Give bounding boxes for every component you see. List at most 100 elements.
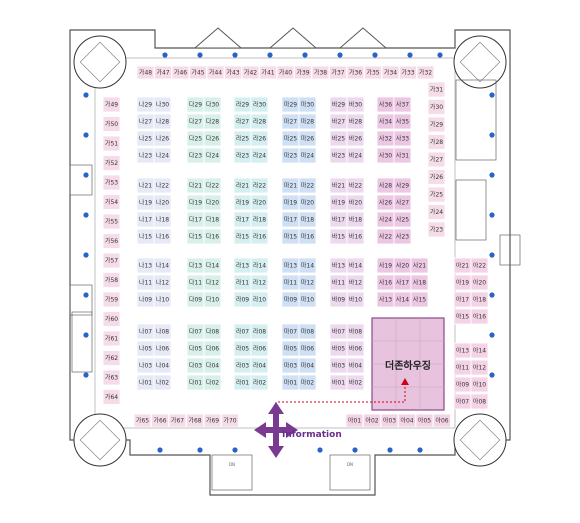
booth[interactable] <box>427 169 446 185</box>
booth[interactable] <box>206 65 225 80</box>
booth[interactable] <box>153 130 172 147</box>
booth[interactable] <box>186 340 205 357</box>
booth[interactable] <box>233 113 252 130</box>
booth[interactable] <box>203 130 222 147</box>
booth[interactable] <box>102 213 121 230</box>
booth[interactable] <box>136 130 155 147</box>
booth[interactable] <box>298 113 317 130</box>
booth[interactable] <box>186 113 205 130</box>
booth[interactable] <box>233 274 252 291</box>
booth[interactable] <box>136 194 155 211</box>
booth[interactable] <box>346 228 365 245</box>
booth[interactable] <box>281 130 300 147</box>
booth[interactable] <box>154 65 172 80</box>
booth[interactable] <box>168 413 187 428</box>
booth[interactable] <box>346 323 365 340</box>
booth[interactable] <box>281 177 300 194</box>
booth[interactable] <box>233 194 252 211</box>
booth[interactable] <box>470 376 489 393</box>
booth[interactable] <box>433 413 451 428</box>
booth[interactable] <box>364 65 382 80</box>
booth[interactable] <box>453 376 472 393</box>
booth[interactable] <box>102 194 121 210</box>
booth[interactable] <box>346 211 365 228</box>
booth[interactable] <box>346 291 365 308</box>
booth[interactable] <box>346 194 365 211</box>
booth[interactable] <box>470 257 489 274</box>
booth[interactable] <box>203 357 222 374</box>
booth[interactable] <box>376 177 395 194</box>
booth[interactable] <box>376 113 395 130</box>
booth[interactable] <box>470 308 489 325</box>
booth[interactable] <box>410 291 429 308</box>
booth[interactable] <box>298 96 317 113</box>
booth[interactable] <box>393 177 412 194</box>
booth[interactable] <box>153 194 172 211</box>
booth[interactable] <box>346 257 365 274</box>
booth[interactable] <box>221 413 239 428</box>
booth[interactable] <box>250 147 269 164</box>
booth[interactable] <box>281 374 300 391</box>
booth[interactable] <box>233 96 252 113</box>
booth[interactable] <box>153 147 172 164</box>
booth[interactable] <box>410 257 429 274</box>
booth[interactable] <box>153 257 172 274</box>
booth[interactable] <box>393 291 412 308</box>
booth[interactable] <box>281 274 300 291</box>
booth[interactable] <box>399 65 417 80</box>
booth[interactable] <box>136 211 155 228</box>
booth[interactable] <box>281 96 300 113</box>
booth[interactable] <box>346 96 365 113</box>
booth[interactable] <box>393 211 412 228</box>
booth[interactable] <box>329 323 348 340</box>
booth[interactable] <box>281 228 300 245</box>
booth[interactable] <box>136 323 155 340</box>
booth[interactable] <box>281 211 300 228</box>
booth[interactable] <box>393 274 412 291</box>
booth[interactable] <box>136 96 155 113</box>
booth[interactable] <box>346 357 365 374</box>
booth[interactable] <box>136 291 155 308</box>
booth[interactable] <box>233 257 252 274</box>
booth[interactable] <box>281 257 300 274</box>
booth[interactable] <box>153 211 172 228</box>
booth[interactable] <box>102 350 121 366</box>
booth[interactable] <box>376 257 395 274</box>
booth[interactable] <box>102 155 121 171</box>
booth[interactable] <box>186 211 205 228</box>
booth[interactable] <box>470 359 489 376</box>
booth[interactable] <box>294 65 312 80</box>
booth[interactable] <box>186 357 205 374</box>
booth[interactable] <box>233 211 252 228</box>
booth[interactable] <box>410 274 429 291</box>
booth[interactable] <box>186 413 204 428</box>
booth[interactable] <box>102 252 121 269</box>
booth[interactable] <box>453 308 472 325</box>
booth[interactable] <box>298 228 317 245</box>
booth[interactable] <box>224 65 242 80</box>
booth[interactable] <box>102 174 121 191</box>
booth[interactable] <box>329 194 348 211</box>
booth[interactable] <box>250 274 269 291</box>
booth[interactable] <box>233 357 252 374</box>
booth[interactable] <box>233 130 252 147</box>
booth[interactable] <box>346 65 365 80</box>
booth[interactable] <box>136 113 155 130</box>
booth[interactable] <box>281 113 300 130</box>
booth[interactable] <box>376 211 395 228</box>
booth[interactable] <box>329 113 348 130</box>
booth[interactable] <box>133 413 152 428</box>
booth[interactable] <box>329 274 348 291</box>
booth[interactable] <box>346 113 365 130</box>
booth[interactable] <box>203 291 222 308</box>
booth[interactable] <box>189 65 207 80</box>
booth[interactable] <box>153 291 172 308</box>
booth[interactable] <box>153 374 172 391</box>
booth[interactable] <box>102 233 121 249</box>
booth[interactable] <box>203 374 222 391</box>
booth[interactable] <box>329 65 347 80</box>
booth[interactable] <box>393 147 412 164</box>
booth[interactable] <box>329 228 348 245</box>
booth[interactable] <box>453 257 472 274</box>
booth[interactable] <box>329 291 348 308</box>
